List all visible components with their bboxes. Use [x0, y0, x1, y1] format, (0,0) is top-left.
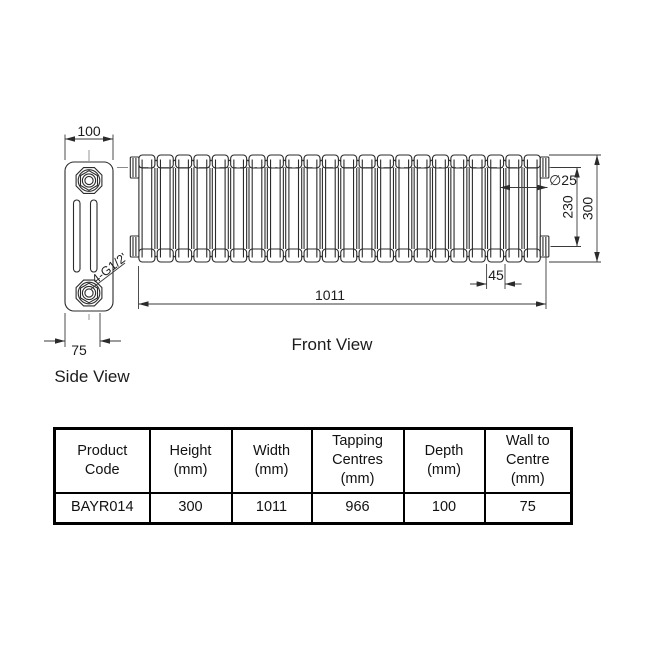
pipe-stub	[129, 156, 140, 179]
radiator-section	[450, 154, 470, 263]
cell-height: 300	[148, 491, 233, 525]
side-view-tappings	[75, 167, 103, 307]
radiator-section	[193, 154, 213, 263]
cell-wall-to-centre: 75	[483, 491, 573, 525]
dimension-width: 1011	[138, 252, 547, 309]
radiator-section	[468, 154, 489, 263]
dim-width-value: 1011	[315, 287, 345, 303]
side-view-slot	[72, 199, 81, 273]
side-view-slot	[89, 199, 98, 273]
radiator-section	[285, 154, 305, 263]
header-height: Height(mm)	[148, 427, 233, 494]
radiator-section	[230, 154, 250, 263]
dim-tapping-centres-value: 230	[560, 195, 576, 219]
dimension-pipe-diameter: ∅25	[500, 172, 577, 191]
dimension-depth: 100	[64, 123, 114, 160]
radiator-section	[156, 154, 177, 263]
radiator-section	[431, 154, 452, 263]
dimension-section-pitch: 45	[470, 264, 522, 289]
radiator-section	[321, 154, 342, 263]
radiator-section	[413, 154, 434, 263]
radiator-section	[486, 154, 507, 263]
pipe-stub	[539, 156, 550, 179]
spec-data-row: BAYR014 300 1011 966 100 75	[53, 491, 573, 525]
radiator-section	[266, 154, 287, 263]
radiator-section	[376, 154, 397, 263]
radiator-section	[175, 154, 195, 263]
dim-wall-to-centre-value: 75	[71, 342, 87, 358]
header-depth: Depth(mm)	[402, 427, 486, 494]
cell-depth: 100	[402, 491, 486, 525]
tapping-boss	[75, 167, 103, 194]
side-view: 100 75 4-G1/2' Side View	[44, 123, 130, 386]
radiator-section	[211, 154, 232, 263]
radiator-section	[358, 154, 378, 263]
cell-product-code: BAYR014	[53, 491, 151, 525]
pipe-stub	[129, 235, 140, 258]
radiator-section	[303, 154, 323, 263]
radiator-section	[505, 154, 525, 263]
front-view-label: Front View	[292, 335, 374, 354]
side-view-label: Side View	[54, 367, 130, 386]
dimension-height: 300	[549, 154, 601, 263]
cell-tapping-centres: 966	[310, 491, 405, 525]
radiator-section	[395, 154, 415, 263]
radiator-sections	[138, 154, 541, 263]
radiator-section	[523, 154, 541, 263]
radiator-section	[248, 154, 268, 263]
radiator-section	[340, 154, 360, 263]
dim-pipe-diameter-value: ∅25	[549, 172, 577, 188]
dimension-tapping-centres-vertical: 230	[550, 167, 581, 247]
dim-depth-value: 100	[77, 123, 101, 139]
dim-section-pitch-value: 45	[488, 267, 504, 283]
dimension-wall-to-centre: 75	[44, 313, 121, 358]
pipe-stub	[539, 235, 550, 258]
tapping-boss	[75, 279, 103, 307]
cell-width: 1011	[230, 491, 313, 525]
header-width: Width(mm)	[230, 427, 313, 494]
dim-height-value: 300	[580, 197, 596, 221]
side-view-body	[64, 161, 114, 312]
radiator-section	[138, 154, 158, 263]
pipe-stubs	[129, 156, 550, 258]
front-view: ∅25 230 300 45 1011	[117, 154, 601, 354]
